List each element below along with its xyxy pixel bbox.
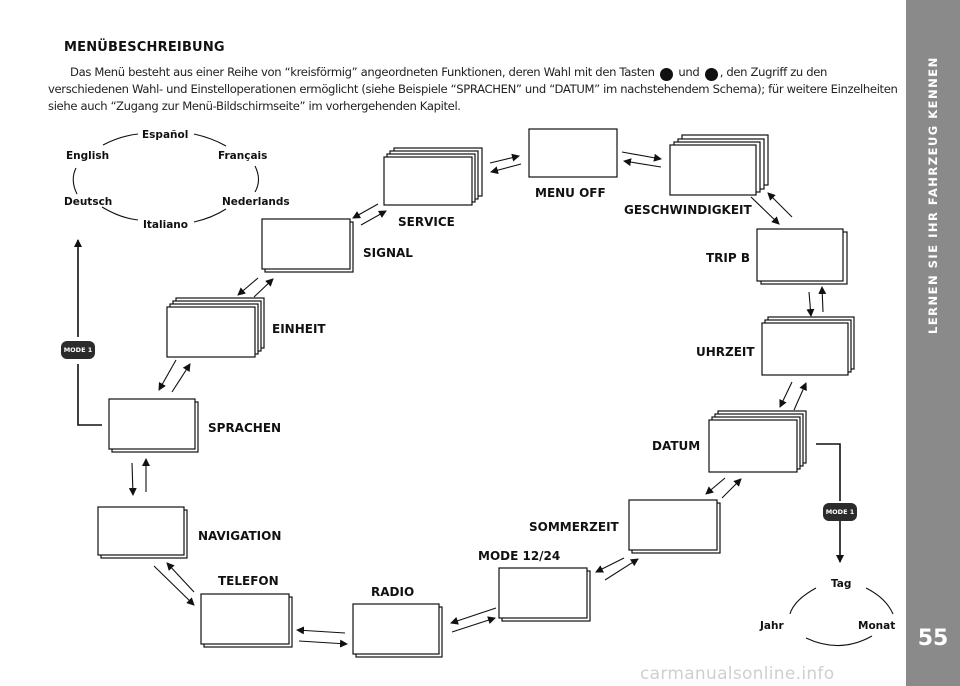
screen-datum <box>708 410 807 473</box>
page-number: 55 <box>917 626 949 651</box>
screen-service <box>383 147 483 206</box>
lang-francais: Français <box>218 150 268 162</box>
label-uhrzeit: UHRZEIT <box>696 345 755 359</box>
screen-navigation <box>97 506 188 559</box>
screen-einheit <box>166 297 265 358</box>
screen-sprachen <box>108 398 199 453</box>
plus-circle-icon: + <box>660 68 691 81</box>
lang-espanol: Español <box>142 129 189 141</box>
chapter-sidebar: LERNEN SIE IHR FAHRZEUG KENNEN 55 <box>906 0 960 686</box>
date-jahr: Jahr <box>760 620 784 632</box>
mode-button-sprachen: MODE 1 <box>61 341 95 359</box>
chapter-title: LERNEN SIE IHR FAHRZEUG KENNEN <box>926 56 940 334</box>
language-ring <box>72 133 260 223</box>
screen-trip-b <box>756 228 848 285</box>
intro-and: und <box>678 65 700 79</box>
screen-sommerzeit <box>628 499 721 554</box>
date-tag: Tag <box>831 578 852 590</box>
date-ring <box>789 587 894 647</box>
label-einheit: EINHEIT <box>272 322 326 336</box>
lang-deutsch: Deutsch <box>64 196 113 208</box>
screen-mode-12-24 <box>498 567 591 622</box>
label-sprachen: SPRACHEN <box>208 421 282 435</box>
label-telefon: TELEFON <box>218 574 279 588</box>
screen-uhrzeit <box>761 316 855 376</box>
minus-circle-icon: − <box>704 68 736 81</box>
label-mode-12-24: MODE 12/24 <box>478 549 561 563</box>
menu-cycle-diagram <box>72 128 894 658</box>
label-radio: RADIO <box>371 585 415 599</box>
lang-nederlands: Nederlands <box>222 196 290 208</box>
lang-english: English <box>66 150 110 162</box>
label-geschwindigkeit: GESCHWINDIGKEIT <box>624 203 752 217</box>
intro-text-2: , den Zugriff zu den verschiedenen Wahl-… <box>48 65 898 113</box>
label-trip-b: TRIP B <box>706 251 751 265</box>
screen-menu-off <box>528 128 618 178</box>
screen-radio <box>352 603 443 658</box>
section-heading: MENÜBESCHREIBUNG <box>64 40 225 55</box>
watermark: carmanualsonline.info <box>640 664 835 684</box>
screen-telefon <box>200 593 293 648</box>
label-sommerzeit: SOMMERZEIT <box>529 520 619 534</box>
lang-italiano: Italiano <box>143 219 188 231</box>
screen-geschwindigkeit <box>669 134 769 196</box>
label-datum: DATUM <box>652 439 701 453</box>
label-navigation: NAVIGATION <box>198 529 282 543</box>
label-menu-off: MENU OFF <box>535 186 606 200</box>
screen-signal <box>261 218 354 273</box>
label-signal: SIGNAL <box>363 246 413 260</box>
intro-paragraph: Das Menü besteht aus einer Reihe von “kr… <box>48 64 898 115</box>
date-monat: Monat <box>858 620 896 632</box>
intro-text-1: Das Menü besteht aus einer Reihe von “kr… <box>70 65 655 79</box>
label-service: SERVICE <box>398 215 455 229</box>
mode-button-datum: MODE 1 <box>823 503 857 521</box>
